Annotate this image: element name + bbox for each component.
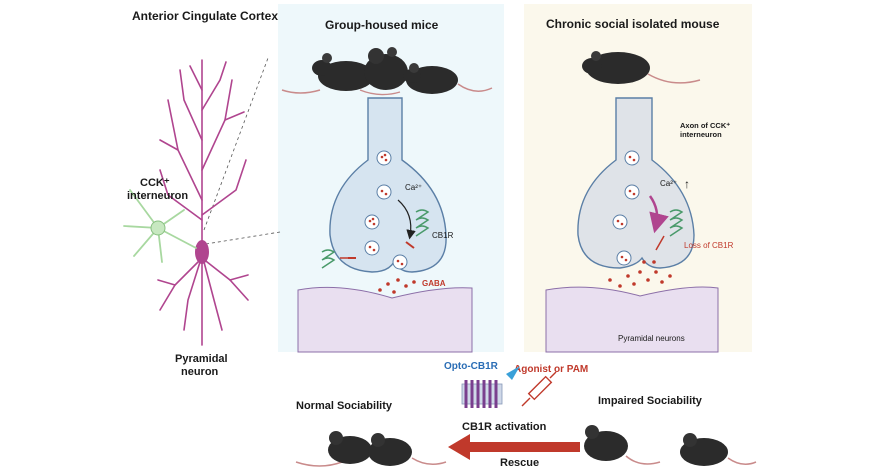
right-gaba-release	[608, 260, 672, 288]
left-cb1r-label: CB1R	[432, 231, 454, 240]
left-vesicles	[364, 150, 408, 270]
left-postsynaptic-membrane	[297, 286, 473, 353]
region-title: Anterior Cingulate Cortex	[132, 9, 278, 23]
right-panel-title: Chronic social isolated mouse	[546, 17, 720, 31]
rescue-arrow	[448, 434, 580, 460]
agonist-label: Agonist or PAM	[514, 364, 588, 375]
ca-arrow-left	[397, 199, 416, 240]
opto-cb1r-label: Opto-CB1R	[444, 361, 499, 372]
axon-label-line2: interneuron	[680, 130, 722, 139]
loss-cb1r-label: Loss of CB1R	[684, 241, 734, 250]
isolated-mouse-illustration	[582, 51, 701, 84]
opto-cb1r-receptor	[461, 366, 520, 408]
normal-sociability-mice	[295, 431, 447, 467]
left-cb1r-receptor-2	[321, 249, 336, 269]
inhibition-bar-2	[405, 241, 415, 249]
left-gaba-release	[378, 278, 416, 294]
pyramidal-soma	[195, 240, 209, 264]
loss-inhibition-line	[655, 235, 665, 251]
right-vesicle-contents	[616, 155, 636, 262]
zoom-line-bottom	[205, 231, 281, 245]
pyramidal-neurons-label: Pyramidal neurons	[618, 334, 685, 343]
cck-soma	[150, 220, 166, 236]
left-panel-title: Group-housed mice	[325, 18, 439, 32]
right-ca-label: Ca²⁺	[660, 179, 677, 188]
normal-sociability-label: Normal Sociability	[296, 400, 393, 412]
gaba-label: GABA	[422, 279, 446, 288]
cb1r-activation-label: CB1R activation	[462, 421, 547, 433]
zoom-line-top	[203, 57, 269, 231]
left-ca-label: Ca²⁺	[405, 183, 422, 192]
right-vesicles	[612, 150, 640, 266]
ca-increase-arrow: ↑	[684, 177, 690, 191]
rescue-label: Rescue	[500, 457, 539, 469]
syringe-icon	[521, 371, 557, 407]
right-postsynaptic-membrane	[545, 286, 719, 353]
impaired-sociability-label: Impaired Sociability	[598, 395, 703, 407]
right-cb1r-receptor	[669, 209, 684, 237]
interneuron-label-line1: CCK⁺	[140, 177, 170, 189]
ca-arrow-right	[648, 195, 669, 234]
impaired-sociability-mice	[584, 425, 757, 466]
group-housed-mice-illustration	[281, 47, 493, 96]
pyramidal-label-line1: Pyramidal	[175, 353, 228, 365]
pyramidal-label-line2: neuron	[181, 366, 219, 378]
axon-label-line1: Axon of CCK⁺	[680, 121, 730, 130]
left-vesicle-contents	[368, 153, 404, 266]
interneuron-label-line2: interneuron	[127, 190, 188, 202]
left-cb1r-receptor	[415, 209, 430, 237]
pyramidal-neuron	[157, 59, 249, 346]
